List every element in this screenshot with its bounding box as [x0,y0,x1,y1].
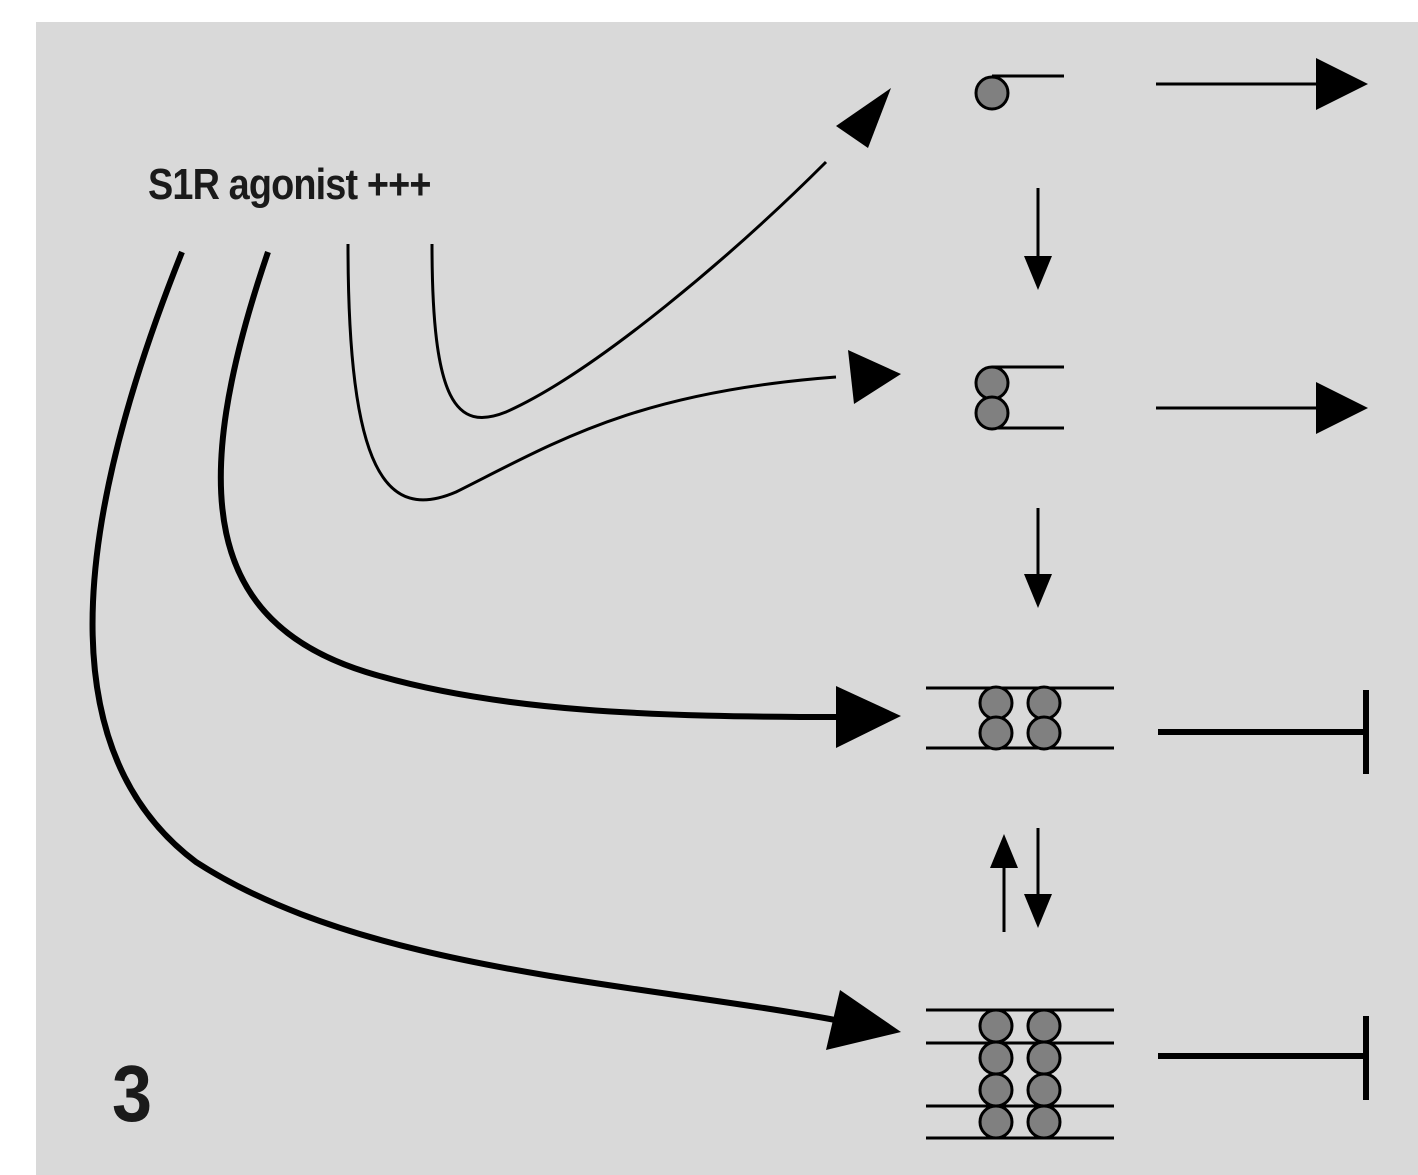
protomer [1026,685,1062,721]
protomer [974,75,1010,111]
dimer-to-tetramer-arrow [1024,508,1052,608]
dimer-activation-arrow [1156,382,1368,434]
oligomerization-diagram [89,58,1369,1140]
protomer [978,1040,1014,1076]
protomer [978,1072,1014,1108]
monomer-state [974,74,1064,111]
agonist-arrow-monomer [430,160,828,419]
protomer [978,715,1014,751]
protomer [1026,1104,1062,1140]
agonist-curves [89,88,901,1050]
tetramer-octamer-equilibrium-arrows [990,828,1052,932]
outcome-markers [1156,58,1369,1100]
protomer [1026,715,1062,751]
monomer-activation-arrow [1156,58,1368,110]
protomer [978,1104,1014,1140]
dimer-state [974,365,1064,431]
agonist-arrow-octamer [89,250,847,1025]
protomer [974,365,1010,401]
panel-number: 3 [112,1049,153,1138]
agonist-arrowhead-monomer [836,88,891,148]
agonist-arrowhead-octamer [826,990,901,1050]
octamer-state [926,1008,1114,1140]
protomer [974,395,1010,431]
agonist-label: S1R agonist +++ [148,160,431,209]
protomer [978,685,1014,721]
monomer-to-dimer-arrow [1024,188,1052,290]
agonist-arrow-dimer [346,243,837,502]
tetramer-inhibition-bar [1158,690,1369,774]
agonist-arrowhead-tetramer [836,686,901,748]
protomer [1026,1072,1062,1108]
agonist-arrowhead-dimer [848,350,901,404]
octamer-inhibition-bar [1158,1016,1369,1100]
protomer [1026,1040,1062,1076]
protomer [1026,1008,1062,1044]
transition-arrows [990,188,1052,932]
tetramer-state [926,685,1114,751]
protomer [978,1008,1014,1044]
diagram-panel: S1R agonist +++ 3 [36,22,1418,1175]
agonist-arrow-tetramer [217,251,842,720]
